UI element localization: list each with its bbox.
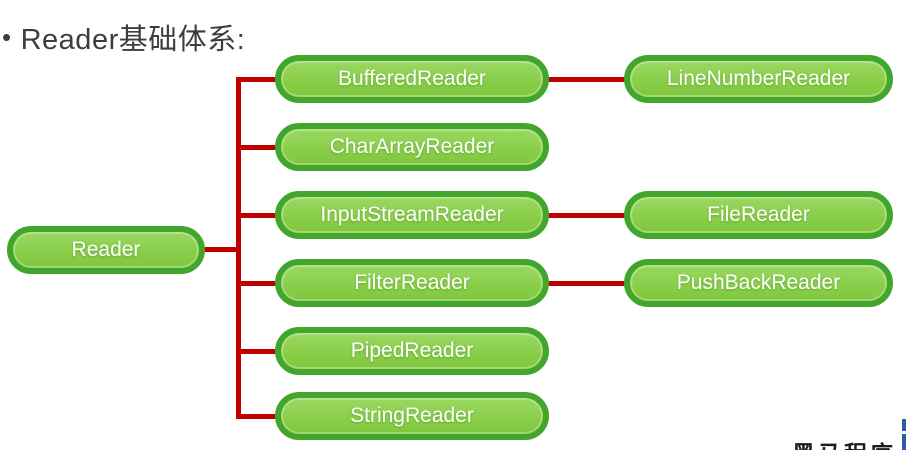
edge-trunk-inputstreamreader: [236, 213, 279, 218]
node-filereader-label: FileReader: [707, 203, 810, 226]
page-title: • Reader基础体系:: [2, 16, 245, 58]
node-bufferedreader-label: BufferedReader: [338, 67, 486, 90]
node-inputstreamreader: InputStreamReader: [275, 191, 549, 239]
edge-trunk-bufferedreader: [236, 77, 279, 82]
node-pipedreader: PipedReader: [275, 327, 549, 375]
node-linenumberreader-label: LineNumberReader: [666, 67, 851, 90]
edge-trunk-pipedreader: [236, 349, 279, 354]
node-linenumberreader: LineNumberReader: [624, 55, 893, 103]
edge-reader-to-trunk: [200, 247, 240, 252]
watermark-blue-bar-top: [902, 419, 906, 431]
node-filterreader: FilterReader: [275, 259, 549, 307]
watermark-text: 黑马程序员: [792, 442, 896, 450]
node-reader-label: Reader: [71, 238, 141, 261]
watermark-clipped-text: 黑马程序员: [792, 442, 904, 450]
node-reader: Reader: [7, 226, 205, 274]
node-bufferedreader: BufferedReader: [275, 55, 549, 103]
watermark-blue-bar-bottom: [902, 434, 906, 450]
edge-trunk-stringreader: [236, 414, 279, 419]
edge-inputstreamreader-filereader: [545, 213, 628, 218]
page-title-text: Reader基础体系:: [20, 24, 246, 56]
edge-trunk-chararrayreader: [236, 145, 279, 150]
node-stringreader-label: StringReader: [350, 404, 474, 427]
node-inputstreamreader-label: InputStreamReader: [320, 203, 504, 226]
edge-filterreader-pushbackreader: [545, 281, 628, 286]
node-chararrayreader-label: CharArrayReader: [329, 135, 495, 158]
node-pushbackreader: PushBackReader: [624, 259, 893, 307]
node-chararrayreader: CharArrayReader: [275, 123, 549, 171]
node-pushbackreader-label: PushBackReader: [676, 271, 841, 294]
node-pipedreader-label: PipedReader: [350, 339, 474, 362]
node-stringreader: StringReader: [275, 392, 549, 440]
node-filterreader-label: FilterReader: [354, 271, 470, 294]
edge-bufferedreader-linenumberreader: [545, 77, 628, 82]
node-filereader: FileReader: [624, 191, 893, 239]
edge-trunk-filterreader: [236, 281, 279, 286]
bullet-icon: •: [2, 22, 12, 52]
edge-trunk-vertical: [236, 77, 241, 418]
